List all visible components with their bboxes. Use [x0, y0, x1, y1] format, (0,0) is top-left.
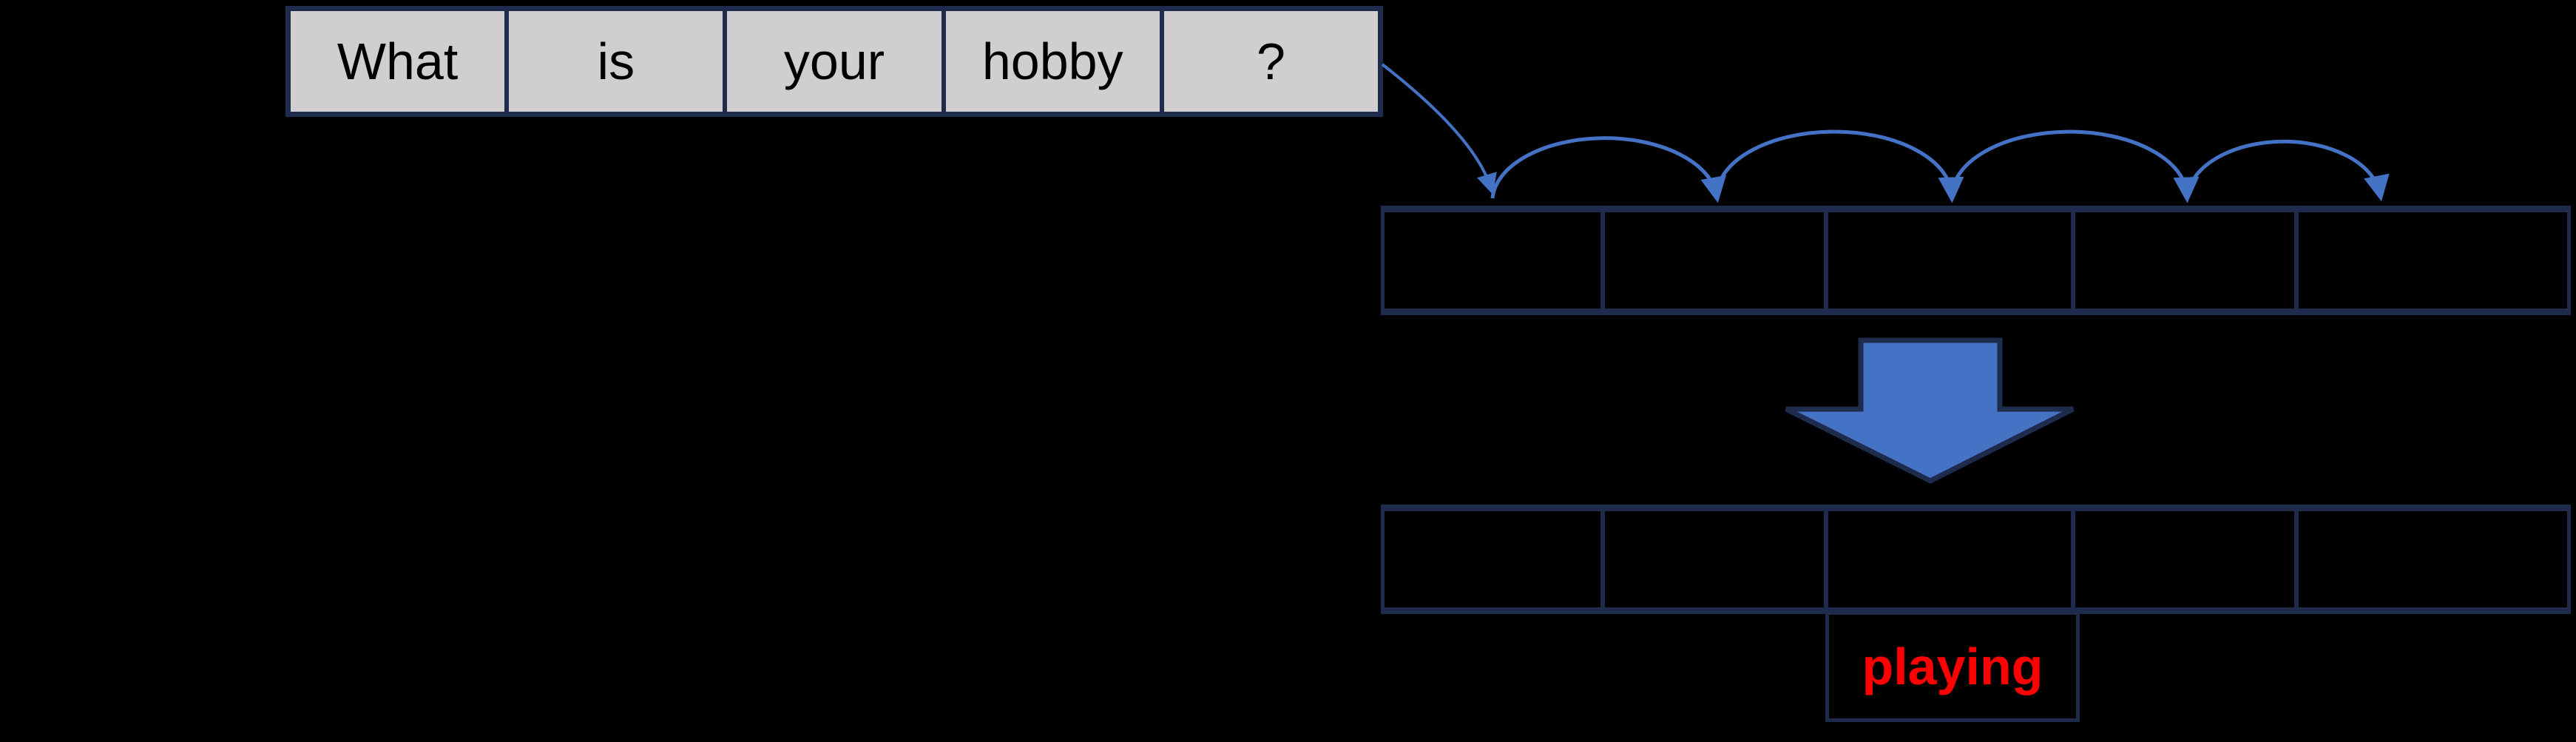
- input-sentence-row: What is your hobby ?: [285, 6, 1383, 117]
- word-cell-3: hobby: [945, 11, 1164, 112]
- hop-arc-icon-4: [2185, 139, 2390, 202]
- token-cell-0: [1385, 212, 1605, 308]
- output-cell-3: [2075, 511, 2299, 607]
- output-row: [1381, 505, 2571, 614]
- word-cell-1: is: [509, 11, 728, 112]
- token-cell-1: [1605, 212, 1828, 308]
- word-cell-0: What: [291, 11, 510, 112]
- prediction-label: playing: [1862, 638, 2043, 695]
- output-cell-4: [2299, 511, 2567, 607]
- token-cell-4: [2299, 212, 2567, 308]
- word-cell-2: your: [727, 11, 946, 112]
- word-cell-4: ?: [1163, 11, 1379, 112]
- hop-arc-icon-2: [1714, 129, 1964, 203]
- hop-arc-icon-1: [1490, 136, 1726, 203]
- output-cell-1: [1605, 511, 1828, 607]
- block-down-arrow-icon: [1785, 337, 2075, 484]
- token-cell-2: [1828, 212, 2075, 308]
- output-cell-2: [1828, 511, 2075, 607]
- flow-arrow-icon: [1381, 63, 1497, 195]
- token-cell-3: [2075, 212, 2299, 308]
- hop-arc-icon-3: [1950, 129, 2200, 203]
- output-cell-0: [1385, 511, 1605, 607]
- prediction-box: playing: [1825, 611, 2080, 722]
- token-row: [1381, 206, 2571, 315]
